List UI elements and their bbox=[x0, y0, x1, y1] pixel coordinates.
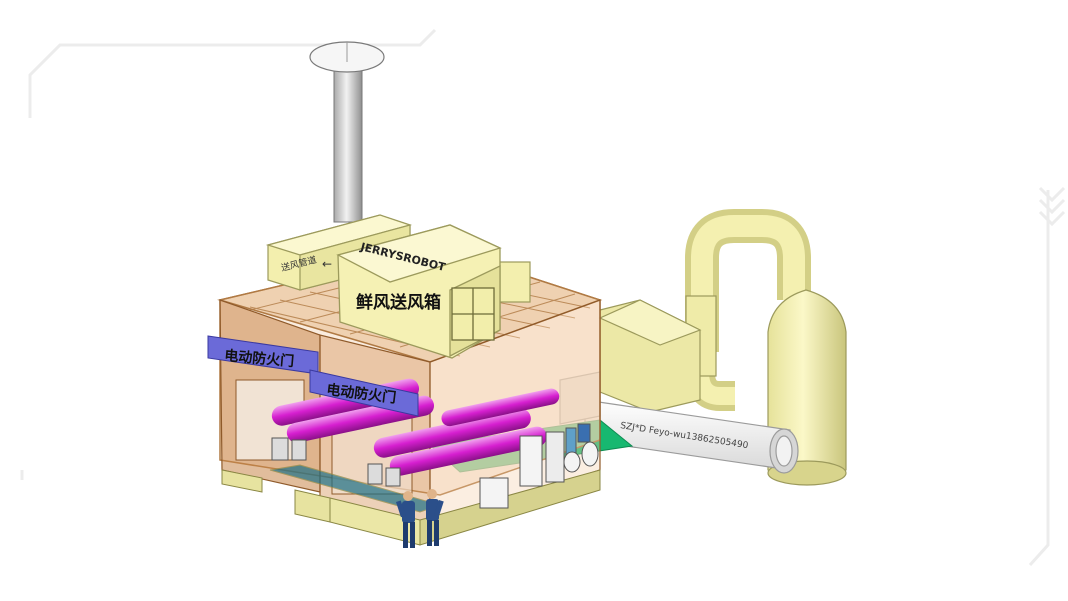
background-frame bbox=[20, 28, 1066, 567]
fire-door-1-label: 电动防火门 bbox=[224, 347, 295, 370]
exhaust-fan-box bbox=[598, 299, 702, 413]
base-platform bbox=[221, 464, 601, 546]
fresh-air-supply-box: JERRYSROBOT 鲜风送风箱 bbox=[336, 224, 502, 359]
fire-door-2: 电动防火门 bbox=[309, 369, 419, 417]
fresh-air-box-label: 鲜风送风箱 bbox=[356, 292, 441, 313]
worker-figures bbox=[396, 489, 444, 548]
worker-figure bbox=[396, 491, 415, 548]
machinery-stations bbox=[271, 423, 599, 509]
supply-duct-arrow: ← bbox=[322, 257, 332, 271]
worker-figure bbox=[426, 489, 444, 546]
exhaust-chimney bbox=[309, 41, 385, 223]
scrubber-tower bbox=[685, 209, 847, 486]
